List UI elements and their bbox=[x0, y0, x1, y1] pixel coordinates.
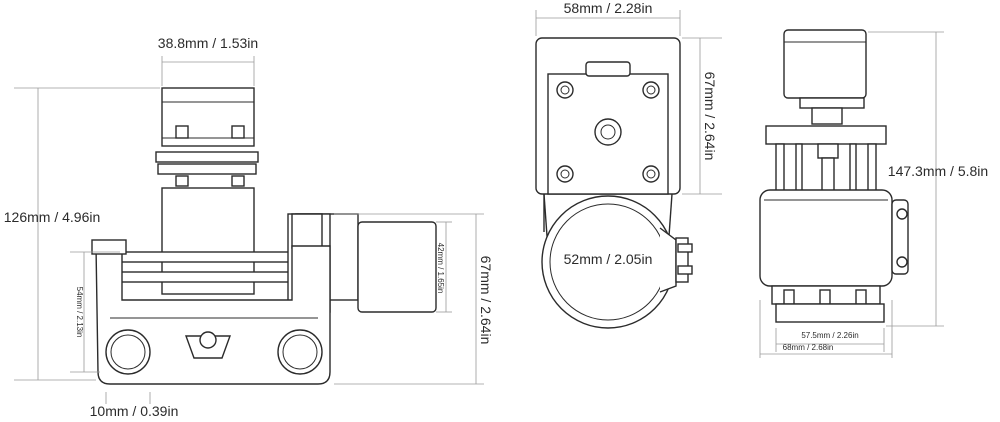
front-mount-plate-lower bbox=[157, 163, 257, 175]
top-shaft bbox=[594, 118, 622, 146]
side-dimension-lines bbox=[759, 31, 944, 358]
label-front-cylinder-diameter: 42mm / 1.65in bbox=[436, 243, 445, 294]
front-view bbox=[91, 87, 437, 385]
label-front-rod-offset: 10mm / 0.39in bbox=[90, 403, 179, 419]
top-connector bbox=[585, 61, 631, 77]
front-clamp-base bbox=[95, 245, 331, 385]
front-cylinder bbox=[357, 221, 437, 313]
dimension-labels: 38.8mm / 1.53in 126mm / 4.96in 54mm / 2.… bbox=[4, 0, 988, 419]
top-dimension-lines bbox=[535, 10, 722, 195]
label-front-top-width: 38.8mm / 1.53in bbox=[158, 35, 258, 51]
front-dimension-lines bbox=[14, 56, 484, 404]
label-top-height: 67mm / 2.64in bbox=[702, 72, 718, 161]
label-front-body-height: 67mm / 2.64in bbox=[478, 256, 494, 345]
side-clamp-body bbox=[759, 189, 893, 287]
front-nut-left bbox=[175, 125, 189, 139]
front-rod-hole-left bbox=[105, 329, 151, 375]
label-front-total-height: 126mm / 4.96in bbox=[4, 209, 101, 225]
label-top-width: 58mm / 2.28in bbox=[564, 0, 653, 16]
side-motor-base bbox=[799, 97, 865, 109]
label-side-base-outer: 68mm / 2.68in bbox=[783, 343, 834, 352]
side-motor bbox=[783, 29, 867, 99]
front-rod-hole-right bbox=[277, 329, 323, 375]
side-view bbox=[759, 29, 909, 323]
top-clamp-ear bbox=[659, 227, 677, 293]
label-side-total-height: 147.3mm / 5.8in bbox=[888, 163, 988, 179]
front-mount-plate bbox=[155, 151, 259, 163]
label-side-base-inner: 57.5mm / 2.26in bbox=[801, 331, 858, 340]
side-top-plate bbox=[765, 125, 887, 145]
front-rod-upper bbox=[119, 251, 297, 263]
side-coupler bbox=[817, 143, 839, 159]
label-top-ring-diameter: 52mm / 2.05in bbox=[564, 251, 653, 267]
front-clamp-jaw-left bbox=[91, 239, 127, 255]
side-foot bbox=[775, 303, 885, 323]
top-view bbox=[535, 37, 693, 329]
front-nut-right bbox=[231, 125, 245, 139]
front-rod-lower bbox=[119, 271, 297, 283]
label-front-clamp-height: 54mm / 2.13in bbox=[75, 287, 84, 338]
